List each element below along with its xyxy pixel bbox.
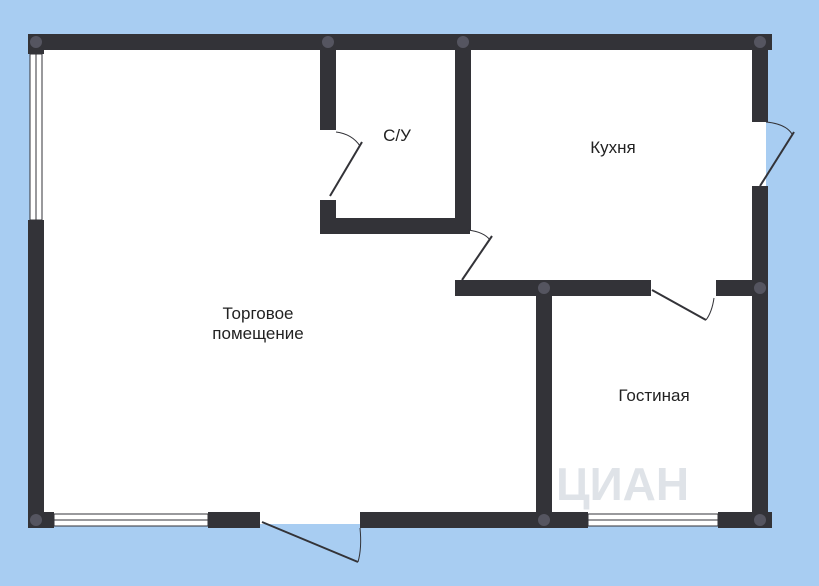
kitchen-door-leaf (461, 235, 493, 281)
room-label-shop-line2: помещение (212, 324, 304, 343)
kitchen-bottom-wall-left (455, 280, 651, 296)
entrance-door-leaf (261, 521, 359, 563)
doors (261, 121, 795, 563)
bathroom-door-leaf (329, 141, 363, 197)
bathroom-wall-left-top (320, 40, 336, 130)
right-exterior-door-leaf (759, 131, 795, 187)
room-label-living: Гостиная (618, 386, 690, 405)
room-label-kitchen: Кухня (590, 138, 636, 157)
room-label-shop: Торговое помещение (196, 304, 320, 344)
wall-bottom-mid (208, 512, 260, 528)
outer-walls (28, 34, 772, 528)
watermark-text: ЦИАН (556, 458, 689, 510)
living-door-leaf (651, 289, 707, 321)
wall-bottom-right (360, 512, 588, 528)
room-label-bathroom: С/У (383, 126, 411, 145)
floor-area (34, 40, 766, 524)
living-left-wall (536, 280, 552, 528)
windows (29, 53, 719, 527)
kitchen-bottom-wall-right (716, 280, 768, 296)
wall-joints (30, 36, 766, 526)
room-label-shop-line1: Торговое (222, 304, 294, 323)
bathroom-kitchen-wall (455, 40, 471, 230)
interior-walls (320, 40, 768, 528)
bathroom-wall-bottom (320, 218, 470, 234)
wall-left-lower (28, 220, 44, 528)
wall-right-lower (752, 186, 768, 528)
wall-top (28, 34, 772, 50)
wall-right-top (752, 34, 768, 122)
